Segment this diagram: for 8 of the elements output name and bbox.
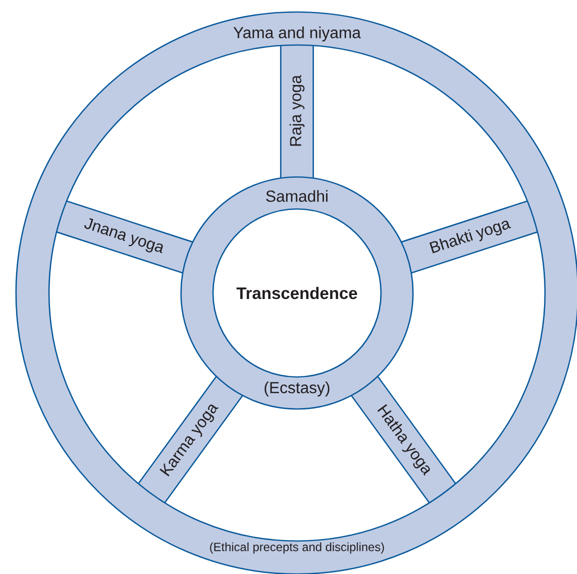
- ring-label: (Ecstasy): [264, 382, 330, 396]
- ring-label: Yama and niyama: [233, 26, 361, 42]
- ring-label: Samadhi: [266, 190, 328, 202]
- ring-label: (Ethical precepts and disciplines): [210, 542, 384, 554]
- spoke-band: Raja yoga: [280, 44, 314, 178]
- spoke-band: Bhakti yoga: [400, 200, 540, 274]
- center-label: Transcendence: [236, 286, 358, 300]
- spoke-band: Jnana yoga: [54, 200, 194, 274]
